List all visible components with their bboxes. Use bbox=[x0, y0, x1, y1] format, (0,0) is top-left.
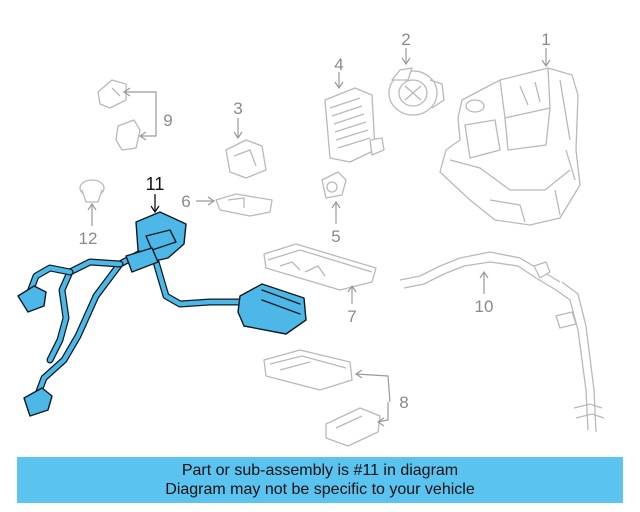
callout-12: 12 bbox=[79, 229, 98, 248]
part-7-housing bbox=[263, 243, 377, 291]
banner-line-1: Part or sub-assembly is #11 in diagram bbox=[181, 462, 459, 479]
callout-labels: 1 2 3 4 5 6 7 8 9 10 11 12 bbox=[79, 30, 551, 412]
parts-diagram: 1 2 3 4 5 6 7 8 9 10 11 12 bbox=[17, 30, 605, 447]
callout-11: 11 bbox=[146, 174, 165, 194]
info-banner: Part or sub-assembly is #11 in diagram D… bbox=[17, 457, 623, 503]
part-3-actuator bbox=[225, 139, 267, 179]
part-6-resistor bbox=[215, 193, 273, 217]
callout-1: 1 bbox=[541, 30, 550, 49]
part-10-ac-lines bbox=[399, 251, 605, 433]
part-1-hvac-case bbox=[439, 67, 581, 226]
part-12-grommet bbox=[79, 179, 105, 203]
callout-2: 2 bbox=[401, 30, 410, 49]
part-9-clips bbox=[97, 79, 141, 151]
callout-9: 9 bbox=[163, 111, 172, 130]
callout-5: 5 bbox=[331, 227, 340, 246]
leader-lines bbox=[87, 48, 551, 427]
callout-10: 10 bbox=[475, 297, 494, 316]
part-11-wiring-harness[interactable] bbox=[17, 211, 307, 417]
callout-8: 8 bbox=[399, 393, 408, 412]
callout-3: 3 bbox=[233, 99, 242, 118]
callout-4: 4 bbox=[334, 55, 343, 74]
callout-7: 7 bbox=[347, 307, 356, 326]
banner-line-2: Diagram may not be specific to your vehi… bbox=[165, 481, 475, 498]
part-5-sensor bbox=[321, 171, 347, 199]
part-8-filter bbox=[263, 349, 381, 447]
callout-6: 6 bbox=[181, 192, 190, 211]
part-4-heater-core bbox=[324, 87, 385, 163]
part-2-blower-motor bbox=[388, 67, 445, 116]
